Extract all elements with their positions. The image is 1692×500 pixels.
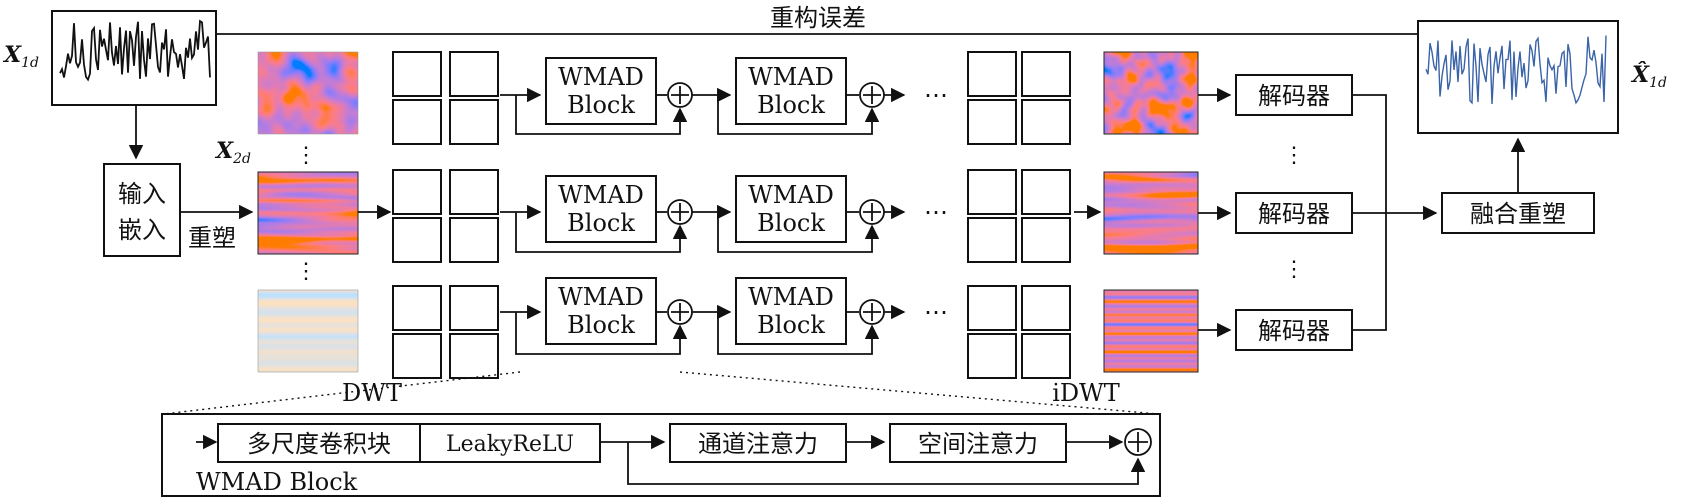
- dwt-grid-row1: [392, 51, 499, 145]
- leakyrelu-box: [419, 423, 601, 463]
- adder-icon: [859, 299, 885, 325]
- recon-map-row1: [1104, 52, 1198, 134]
- recon-map-row2: [1104, 172, 1198, 254]
- skip-connection-row2-1: [515, 212, 688, 253]
- output-signal-waveform: [1425, 35, 1607, 105]
- skip-connection-row3-1: [515, 312, 688, 355]
- wmad-block-row3-1: [545, 277, 657, 345]
- wmad-block-label-top: WMAD: [558, 63, 644, 91]
- dwt-label: DWT: [342, 379, 402, 407]
- wmad-block-row2-2: [735, 175, 847, 243]
- vdots-decoder-2: ⋮: [1283, 257, 1305, 282]
- wmad-block-label-top: WMAD: [748, 181, 834, 209]
- channel-attention-box: [669, 423, 847, 463]
- xhat-label: X̂1d: [1630, 62, 1667, 91]
- decoder-label-1: 解码器: [1258, 82, 1330, 110]
- adder-icon: [667, 82, 693, 108]
- adder-icon: [667, 299, 693, 325]
- wmad-block-label-top: WMAD: [748, 283, 834, 311]
- wmad-block-label-bottom: Block: [567, 209, 635, 237]
- multi-scale-conv-label: 多尺度卷积块: [247, 430, 391, 458]
- skip-connection-row1-1: [515, 95, 688, 135]
- hdots-row3: ⋯: [924, 298, 948, 326]
- wmad-block-caption: WMAD Block: [196, 468, 358, 496]
- idwt-grid-row3: [967, 285, 1071, 379]
- vdots-x2d-1: ⋮: [295, 143, 317, 168]
- hdots-row2: ⋯: [924, 198, 948, 226]
- zoom-line-right: [679, 371, 1159, 415]
- input-signal-waveform: [59, 19, 211, 82]
- wmad-block-label-bottom: Block: [757, 311, 825, 339]
- x2d-map-row2: [258, 172, 358, 254]
- wmad-block-label-top: WMAD: [748, 63, 834, 91]
- vdots-decoder-1: ⋮: [1283, 143, 1305, 168]
- decoder-box-1: [1235, 74, 1353, 116]
- dwt-grid-row3: [392, 285, 499, 379]
- wmad-block-row3-2: [735, 277, 847, 345]
- decoder-label-3: 解码器: [1258, 317, 1330, 345]
- spatial-attention-label: 空间注意力: [918, 430, 1038, 458]
- detail-skip-connection: [627, 442, 1146, 485]
- dwt-grid-row2: [392, 169, 499, 263]
- wmad-block-row2-1: [545, 175, 657, 243]
- reconstruction-error-label: 重构误差: [770, 4, 866, 32]
- wmad-block-label-bottom: Block: [757, 209, 825, 237]
- adder-icon: [859, 82, 885, 108]
- skip-connection-row3-2: [717, 312, 880, 355]
- decoder-box-3: [1235, 309, 1353, 351]
- idwt-label: iDWT: [1052, 379, 1120, 407]
- recon-map-row3: [1104, 290, 1198, 372]
- detail-adder-icon: [1124, 428, 1152, 456]
- skip-connection-row2-2: [717, 212, 880, 253]
- adder-icon: [859, 199, 885, 225]
- wmad-block-label-top: WMAD: [558, 181, 644, 209]
- wmad-detail-panel: 多尺度卷积块 LeakyReLU 通道注意力 空间注意力 WMAD Block: [161, 413, 1161, 497]
- hdots-row1: ⋯: [924, 81, 948, 109]
- x2d-map-row1: [258, 52, 358, 134]
- decoder-label-2: 解码器: [1258, 200, 1330, 228]
- wmad-block-label-bottom: Block: [567, 91, 635, 119]
- input-embed-label-1: 输入: [118, 180, 166, 208]
- wmad-block-label-top: WMAD: [558, 283, 644, 311]
- adder-icon: [667, 199, 693, 225]
- reshape-label: 重塑: [188, 224, 236, 252]
- multi-scale-conv-box: [217, 423, 421, 463]
- input-signal-panel: [51, 10, 217, 106]
- spatial-attention-box: [889, 423, 1067, 463]
- input-embed-label-2: 嵌入: [118, 216, 166, 244]
- x1d-label: X1d: [2, 42, 39, 71]
- leakyrelu-label: LeakyReLU: [446, 432, 574, 457]
- input-embed-box: [103, 163, 181, 257]
- channel-attention-label: 通道注意力: [698, 430, 818, 458]
- idwt-grid-row1: [967, 51, 1071, 145]
- fuse-reshape-label: 融合重塑: [1470, 200, 1566, 228]
- x2d-label: X2d: [214, 138, 251, 167]
- wmad-block-label-bottom: Block: [757, 91, 825, 119]
- wmad-block-row1-2: [735, 57, 847, 125]
- wmad-block-row1-1: [545, 57, 657, 125]
- vdots-x2d-2: ⋮: [295, 259, 317, 284]
- x2d-map-row3: [258, 290, 358, 372]
- skip-connection-row1-2: [717, 95, 880, 135]
- wmad-block-label-bottom: Block: [567, 311, 635, 339]
- idwt-grid-row2: [967, 169, 1071, 263]
- decoder-box-2: [1235, 192, 1353, 234]
- output-signal-panel: [1417, 20, 1619, 134]
